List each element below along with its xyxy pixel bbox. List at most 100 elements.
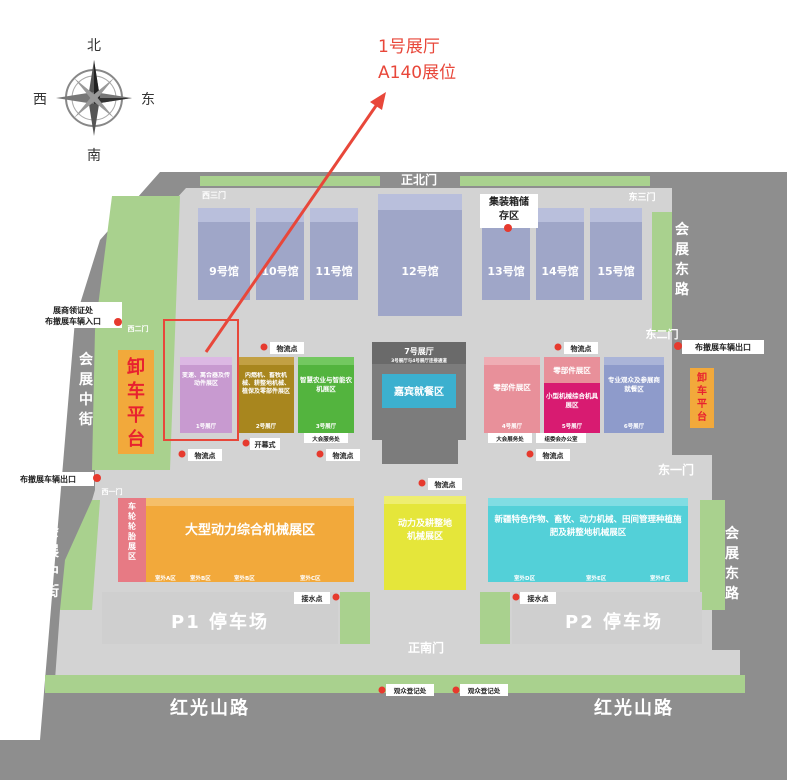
logistics-4-pin-icon bbox=[316, 450, 324, 458]
power-tillage-zone bbox=[384, 496, 466, 590]
water-point-1-label: 接水点 bbox=[302, 594, 323, 603]
unload-platform-east-label: 卸车平台 bbox=[697, 373, 707, 423]
callout-arrow-line bbox=[204, 99, 382, 353]
green-belt-west-lower bbox=[60, 500, 100, 610]
hall-4-title: 4号展厅 bbox=[502, 422, 523, 430]
callout-hall: 1号展厅 bbox=[378, 37, 440, 57]
xinjiang-zone bbox=[488, 498, 688, 582]
exhibitor-exit-east-label: 布撤展车辆出口 bbox=[694, 342, 751, 352]
outdoor-zone-a: 室外A区 bbox=[155, 574, 176, 582]
container-area-label: 集装箱储存区 bbox=[489, 197, 529, 222]
visitor-reg-1-box bbox=[386, 684, 434, 696]
compass-rose-icon bbox=[56, 60, 132, 136]
visitor-reg-2-label: 观众登记处 bbox=[468, 686, 501, 695]
hall-11 bbox=[310, 208, 358, 300]
gate-north-main: 正北门 bbox=[401, 172, 437, 187]
hall-5-upper bbox=[544, 357, 600, 383]
water-point-2-box bbox=[520, 592, 556, 604]
big-power-zone-label: 大型动力综合机械展区 bbox=[185, 522, 315, 538]
exhibitor-exit-west-box bbox=[4, 472, 94, 486]
hall-11-label: 11号馆 bbox=[315, 264, 352, 278]
hall-9-label: 9号馆 bbox=[209, 264, 239, 278]
outdoor-zone-d: 室外D区 bbox=[514, 574, 536, 582]
hall-5-desc: 小型机械综合机具展区 bbox=[546, 392, 598, 409]
parking-p1-label: P1 停车场 bbox=[171, 611, 269, 633]
hall-2 bbox=[238, 357, 294, 433]
hall-1 bbox=[180, 357, 232, 433]
green-belt-south-mid-1 bbox=[340, 592, 370, 644]
unload-platform-west-label: 卸车平台 bbox=[127, 357, 145, 450]
gate-west2: 西二门 bbox=[128, 324, 149, 333]
outdoor-zone-b1: 室外B区 bbox=[190, 574, 211, 582]
visitor-reg-1-label: 观众登记处 bbox=[394, 686, 427, 695]
opening-box bbox=[250, 438, 280, 450]
outdoor-zone-c: 室外C区 bbox=[300, 574, 321, 582]
logistics-3-label: 物流点 bbox=[195, 451, 216, 460]
hall-10-label: 10号馆 bbox=[261, 264, 298, 278]
compass-west: 西 bbox=[33, 92, 47, 108]
green-belt-east-upper bbox=[652, 212, 672, 332]
container-pin-icon bbox=[504, 224, 512, 232]
hall-6 bbox=[604, 357, 664, 433]
tire-zone-label: 车轮轮胎展区 bbox=[128, 502, 136, 561]
meeting-small-box bbox=[304, 433, 348, 443]
hall-6-title: 6号展厅 bbox=[624, 422, 645, 430]
unload-platform-west bbox=[118, 350, 154, 454]
vip-dining-area bbox=[382, 374, 456, 408]
hall-7-sub-label: 3号展厅与4号展厅连接通道 bbox=[391, 357, 447, 364]
logistics-2-label: 物流点 bbox=[571, 344, 592, 353]
hall-1-title: 1号展厅 bbox=[196, 422, 217, 430]
visitor-reg-2-pin-icon bbox=[452, 686, 460, 694]
outdoor-zone-e: 室外E区 bbox=[586, 574, 607, 582]
logistics-1-pin-icon bbox=[260, 343, 268, 351]
logistics-1-label: 物流点 bbox=[277, 344, 298, 353]
visitor-reg-2-box bbox=[460, 684, 508, 696]
hall-15 bbox=[590, 208, 642, 300]
exhibitor-cert-box bbox=[24, 302, 122, 328]
gate-west1: 西一门 bbox=[102, 487, 123, 496]
logistics-6-pin-icon bbox=[418, 479, 426, 487]
logistics-2-pin-icon bbox=[554, 343, 562, 351]
water-point-1-pin-icon bbox=[332, 593, 340, 601]
unload-platform-east bbox=[690, 368, 714, 428]
gate-south-main: 正南门 bbox=[408, 640, 444, 655]
xinjiang-zone-label: 新疆特色作物、畜牧、动力机械、田间管理种植施肥及耕整地机械展区 bbox=[494, 515, 682, 538]
outdoor-zone-b2: 室外B区 bbox=[234, 574, 255, 582]
exhibitor-cert-pin-icon bbox=[114, 318, 122, 326]
container-area-box bbox=[480, 194, 538, 228]
road-east-upper: 会展东路 bbox=[675, 222, 689, 298]
hall-6-desc: 专业观众及参展商就餐区 bbox=[608, 376, 660, 393]
meeting-big-box bbox=[488, 433, 532, 443]
hall-3-title: 3号展厅 bbox=[316, 422, 337, 430]
hall-12 bbox=[378, 194, 462, 316]
gate-west3: 西三门 bbox=[202, 190, 226, 200]
water-point-1-box bbox=[294, 592, 330, 604]
hall-7-label: 7号展厅 bbox=[404, 347, 434, 356]
gate-east2: 东二门 bbox=[646, 327, 679, 341]
hall-4 bbox=[484, 357, 540, 433]
callout-arrow-head-icon bbox=[370, 92, 386, 110]
big-power-zone bbox=[146, 498, 354, 582]
hall-2-title: 2号展厅 bbox=[256, 422, 277, 430]
meeting-small-label: 大会服务处 bbox=[312, 435, 340, 443]
vip-dining-label: 嘉宾就餐区 bbox=[393, 385, 444, 398]
green-belt-north-1 bbox=[200, 176, 380, 186]
tire-zone bbox=[118, 498, 146, 582]
logistics-4-label: 物流点 bbox=[333, 451, 354, 460]
visitor-reg-1-pin-icon bbox=[378, 686, 386, 694]
power-tillage-zone-label: 动力及耕整地机械展区 bbox=[397, 519, 452, 542]
callout-booth: A140展位 bbox=[378, 63, 456, 83]
hall-5-title: 5号展厅 bbox=[562, 422, 583, 430]
exhibitor-cert-label: 展商领证处 bbox=[52, 305, 94, 315]
gate-east1: 东一门 bbox=[658, 462, 694, 477]
logistics-5-box bbox=[536, 449, 570, 461]
hall-14 bbox=[536, 208, 584, 300]
water-point-2-pin-icon bbox=[512, 593, 520, 601]
hall-15-label: 15号馆 bbox=[597, 264, 634, 278]
road-south-right: 红光山路 bbox=[594, 697, 674, 719]
hall-3-desc: 智慧农业与智能农机展区 bbox=[300, 376, 352, 393]
compass-north: 北 bbox=[87, 38, 101, 54]
target-highlight-box bbox=[163, 319, 239, 441]
